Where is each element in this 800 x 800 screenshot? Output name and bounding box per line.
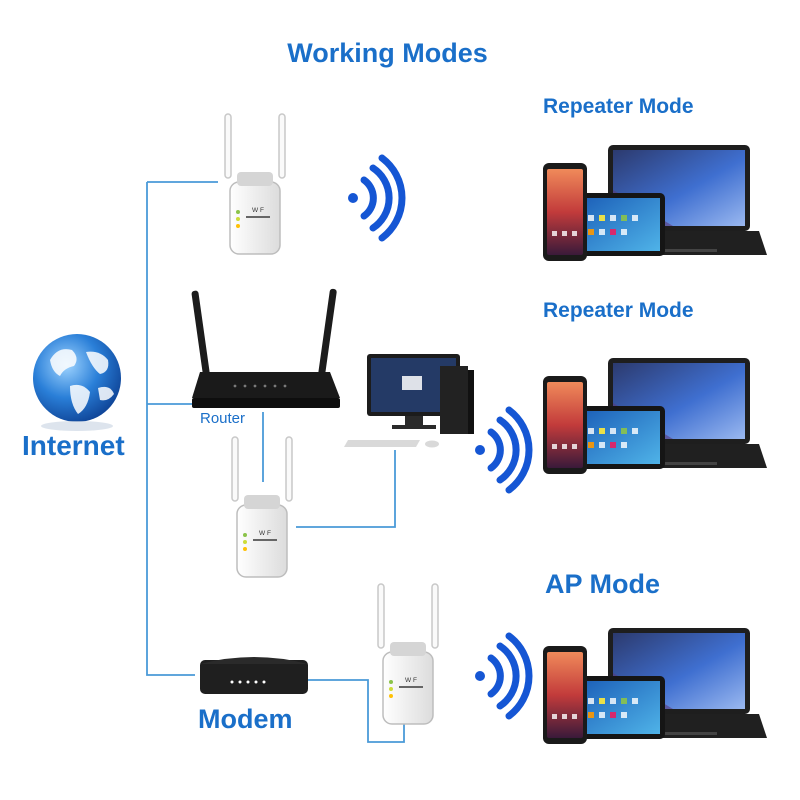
diagram-title: Working Modes	[287, 38, 488, 68]
wifi-signal-icon	[475, 636, 529, 716]
wifi-signal-icon	[475, 410, 529, 490]
phone-tablet-laptop-icon	[543, 145, 767, 261]
client-devices	[543, 145, 767, 744]
modem-icon	[200, 657, 308, 694]
internet-label: Internet	[22, 430, 125, 461]
repeater-icon	[224, 113, 286, 255]
globe-icon	[33, 334, 121, 431]
mode-label-repeater-1: Repeater Mode	[543, 95, 694, 118]
repeater-icon	[231, 436, 293, 578]
router-icon	[191, 288, 340, 408]
phone-tablet-laptop-icon	[543, 358, 767, 474]
connection-lines	[146, 181, 405, 743]
modem-label: Modem	[198, 704, 293, 734]
mode-label-ap: AP Mode	[545, 569, 661, 599]
mode-label-repeater-2: Repeater Mode	[543, 299, 694, 322]
wifi-signal-icon	[348, 158, 402, 238]
desktop-computer-icon	[344, 354, 474, 448]
phone-tablet-laptop-icon	[543, 628, 767, 744]
repeater-icon	[377, 583, 439, 725]
router-label: Router	[200, 410, 246, 427]
